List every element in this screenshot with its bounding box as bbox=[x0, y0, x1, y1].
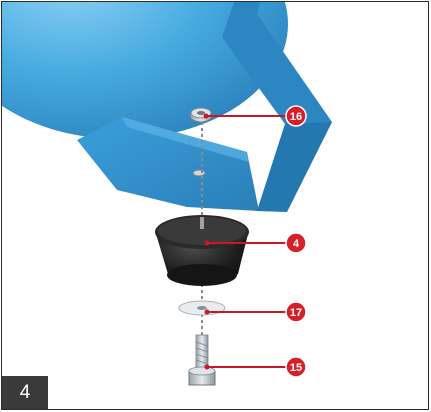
callout-4: 4 bbox=[286, 233, 306, 253]
bracket-bolt-hole bbox=[193, 170, 205, 176]
rubber-foot-part bbox=[155, 215, 249, 286]
callout-15: 15 bbox=[286, 357, 306, 377]
svg-text:16: 16 bbox=[290, 111, 302, 123]
callout-17: 17 bbox=[286, 302, 306, 322]
bolt-part bbox=[189, 335, 215, 385]
callout-16: 16 bbox=[286, 106, 306, 126]
svg-text:4: 4 bbox=[293, 238, 300, 250]
svg-text:17: 17 bbox=[290, 307, 302, 319]
step-number-badge: 4 bbox=[2, 376, 48, 409]
svg-text:15: 15 bbox=[290, 362, 302, 374]
